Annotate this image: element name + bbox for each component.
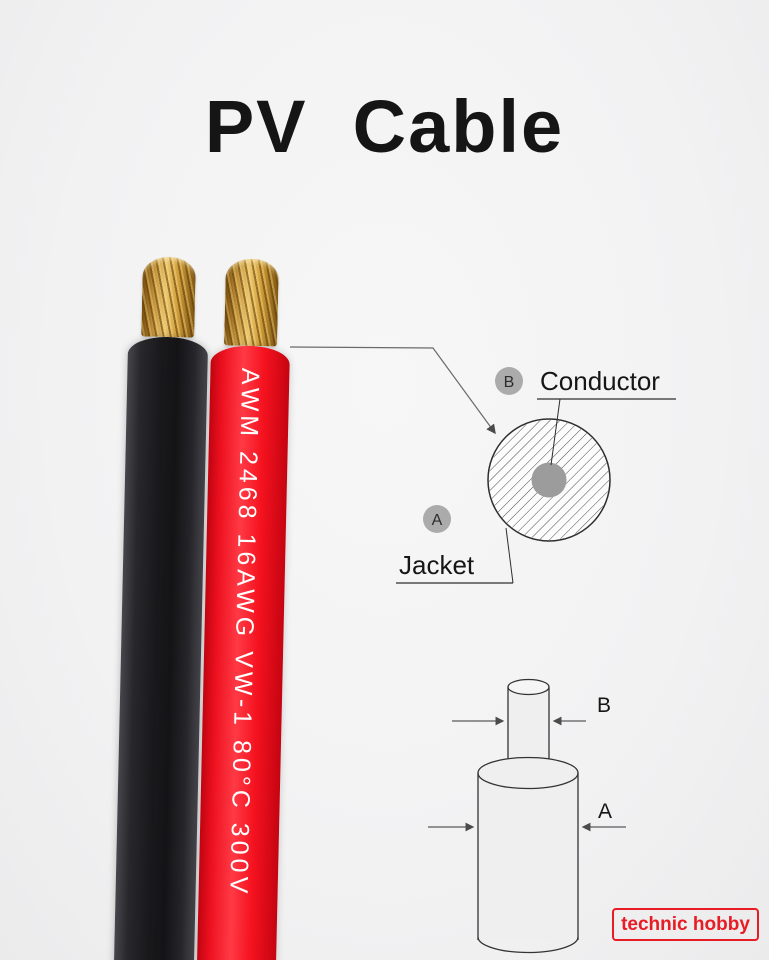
dimension-b: B bbox=[452, 694, 611, 726]
dimension-a-label: A bbox=[598, 800, 612, 823]
jacket-leader bbox=[505, 527, 514, 584]
jacket-cylinder-bottom bbox=[477, 936, 579, 954]
conductor-label: Conductor bbox=[540, 366, 660, 396]
cable-to-crosssection-leader bbox=[289, 346, 496, 435]
black-cable bbox=[113, 256, 209, 960]
jacket-circle bbox=[487, 418, 611, 542]
cross-section-diagram bbox=[487, 418, 611, 542]
stripped-cable-diagram bbox=[477, 678, 579, 954]
badge-b-circle bbox=[495, 367, 523, 395]
dimension-a: A bbox=[428, 800, 626, 832]
black-cable-jacket bbox=[113, 336, 208, 960]
badge-a-letter: A bbox=[432, 512, 443, 529]
jacket-cylinder-top bbox=[477, 756, 579, 790]
conductor-leader bbox=[550, 398, 561, 466]
jacket-label: Jacket bbox=[399, 550, 475, 580]
conductor-core bbox=[531, 462, 567, 498]
dimension-b-label: B bbox=[597, 694, 611, 717]
red-cable-jacket: AWM 2468 16AWG VW-1 80°C 300V bbox=[195, 345, 291, 960]
jacket-cylinder-body bbox=[478, 773, 578, 940]
copper-strands-icon bbox=[141, 256, 197, 338]
jacket-hatching bbox=[489, 420, 609, 540]
red-cable: AWM 2468 16AWG VW-1 80°C 300V bbox=[195, 258, 292, 960]
badge-a-circle bbox=[423, 505, 451, 533]
badge-a: A bbox=[423, 505, 451, 533]
conductor-cylinder-body bbox=[508, 687, 549, 778]
cable-pair-photo: AWM 2468 16AWG VW-1 80°C 300V bbox=[113, 256, 292, 960]
badge-b: B bbox=[495, 367, 523, 395]
page-title: PV Cable bbox=[204, 85, 565, 168]
badge-b-letter: B bbox=[504, 374, 515, 391]
brand-watermark: technic hobby bbox=[612, 908, 759, 941]
cable-print-text: AWM 2468 16AWG VW-1 80°C 300V bbox=[224, 367, 265, 898]
conductor-cylinder-top bbox=[507, 678, 550, 696]
copper-strands-icon bbox=[223, 258, 279, 347]
